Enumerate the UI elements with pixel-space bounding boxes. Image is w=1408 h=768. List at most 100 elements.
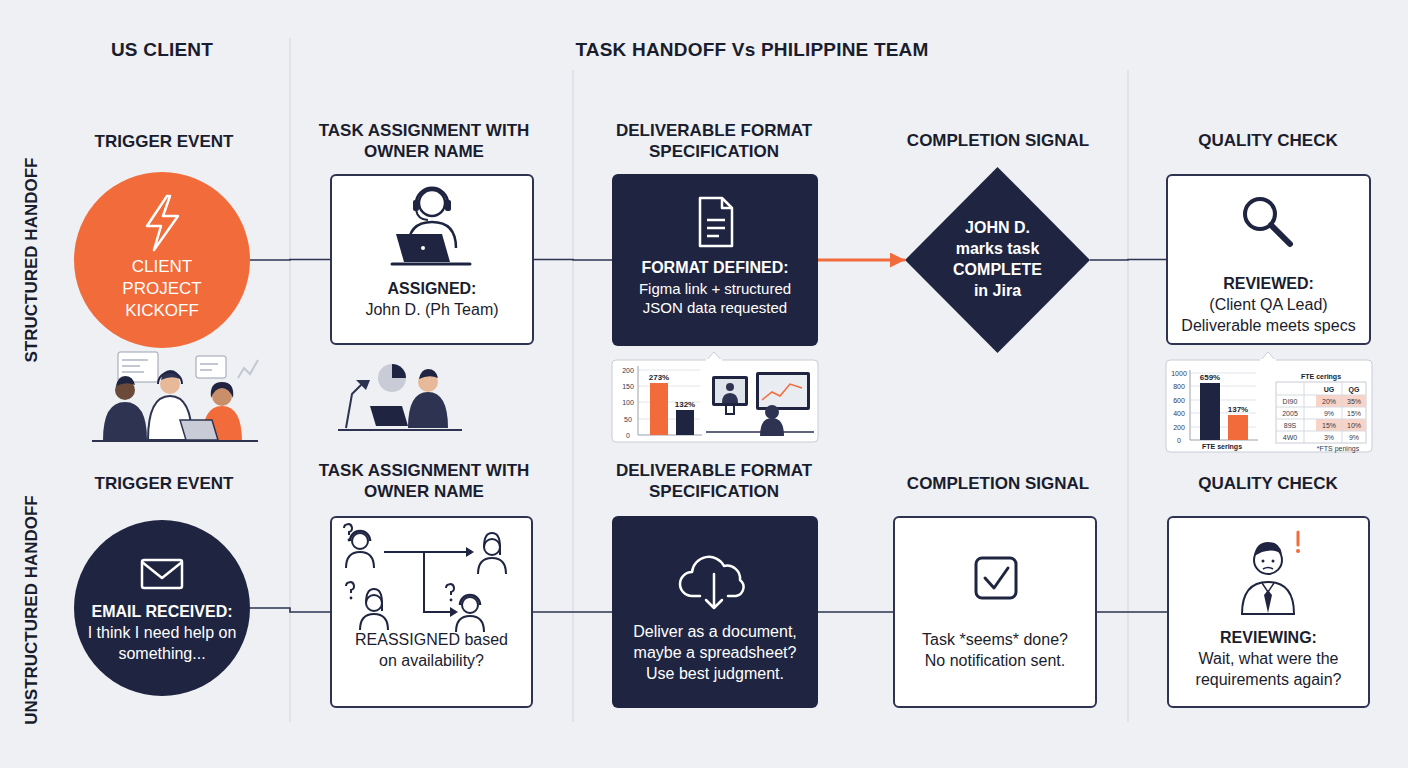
table-cell: 89S xyxy=(1284,422,1296,429)
team-illustration xyxy=(115,380,135,400)
flow-line xyxy=(250,608,330,612)
chart-inset xyxy=(760,418,784,436)
team-illustration xyxy=(158,372,182,384)
bar-value: 137% xyxy=(1228,405,1248,414)
node-text: Wait, what were the requirements again? xyxy=(1179,649,1359,691)
quality-box: REVIEWING:Wait, what were the requiremen… xyxy=(1167,516,1370,708)
team-illustration xyxy=(238,360,258,378)
node-heading: REVIEWED: xyxy=(1223,274,1314,295)
table-cell: 2005 xyxy=(1282,410,1298,417)
chart-inset xyxy=(650,383,668,435)
column-header: COMPLETION SIGNAL xyxy=(907,130,1089,151)
team-illustration xyxy=(116,376,135,386)
column-header: DELIVERABLE FORMAT SPECIFICATION xyxy=(607,460,822,503)
table-title: FTE cerings xyxy=(1301,373,1341,380)
chart-table-inset xyxy=(1260,359,1276,362)
trigger-circle: CLIENT PROJECT KICKOFF xyxy=(74,172,250,348)
chart-table-inset xyxy=(1316,395,1366,407)
completion-box: Task *seems* done? No notification sent. xyxy=(893,516,1097,708)
chart-table-inset xyxy=(1200,383,1220,440)
chart-table-inset xyxy=(1166,352,1372,452)
team-illustration xyxy=(212,386,232,406)
axis-tick: 150 xyxy=(622,383,634,390)
team-illustration xyxy=(180,420,218,440)
bar-value: 273% xyxy=(649,373,669,382)
chart-table-inset xyxy=(1276,382,1366,443)
node-heading: FORMAT DEFINED: xyxy=(641,258,788,279)
chart-inset xyxy=(612,360,818,442)
row-label: STRUCTURED HANDOFF xyxy=(22,158,42,363)
table-cell: 10% xyxy=(1347,422,1361,429)
chart-table-inset xyxy=(1190,373,1256,427)
chart-inset xyxy=(715,379,745,403)
table-cell: 3% xyxy=(1324,434,1334,441)
column-divider xyxy=(290,38,291,722)
desk-worker-illustration xyxy=(418,372,438,392)
axis-tick: 200 xyxy=(622,367,634,374)
diagram-title: TASK HANDOFF Vs PHILIPPINE TEAM xyxy=(575,39,928,61)
chart-table-inset xyxy=(1190,370,1258,440)
team-illustration xyxy=(161,370,180,380)
table-cell: 9% xyxy=(1349,434,1359,441)
desk-worker-illustration xyxy=(370,406,408,426)
chart-inset xyxy=(612,352,818,442)
table-cell: DI90 xyxy=(1283,398,1298,405)
format-box: FORMAT DEFINED:Figma link + structured J… xyxy=(612,174,818,346)
bar-value: 132% xyxy=(675,400,695,409)
team-illustration xyxy=(92,440,258,442)
node-text: (Client QA Lead) Deliverable meets specs xyxy=(1174,295,1364,337)
team-illustration xyxy=(103,402,147,440)
flow-line xyxy=(1097,611,1167,613)
flow-arrow xyxy=(818,259,905,262)
node-text: REASSIGNED based on availability? xyxy=(349,630,514,672)
column-header: TASK ASSIGNMENT WITH OWNER NAME xyxy=(317,120,532,163)
node-heading: EMAIL RECEIVED: xyxy=(91,602,232,623)
table-cell: 15% xyxy=(1322,422,1336,429)
chart-inset xyxy=(706,359,722,362)
chart-table-inset xyxy=(1276,382,1366,443)
table-cell: 35% xyxy=(1347,398,1361,405)
table-cell: UG xyxy=(1324,386,1335,393)
desk-worker-illustration xyxy=(356,380,370,390)
team-illustration xyxy=(118,352,158,382)
completion-diamond: JOHN D. marks task COMPLETE in Jira xyxy=(905,167,1090,353)
column-title: US CLIENT xyxy=(111,39,213,61)
team-illustration xyxy=(122,360,148,372)
table-cell: 4W0 xyxy=(1283,434,1297,441)
axis-tick: 0 xyxy=(626,432,630,439)
node-text: John D. (Ph Team) xyxy=(365,300,498,321)
team-illustration xyxy=(92,352,258,442)
flow-line xyxy=(533,611,612,613)
flow-line xyxy=(250,259,330,261)
axis-tick: 0 xyxy=(1177,437,1181,444)
axis-tick: 800 xyxy=(1173,383,1185,390)
chart-inset xyxy=(722,393,738,403)
desk-worker-illustration xyxy=(378,364,406,392)
team-illustration xyxy=(202,406,242,442)
diamond-shape xyxy=(905,167,1090,353)
chart-inset xyxy=(706,431,814,433)
chart-inset xyxy=(726,406,734,414)
chart-inset xyxy=(765,405,779,419)
flow-line xyxy=(818,611,893,613)
node-text: I think I need help on something... xyxy=(87,623,237,665)
column-header: TRIGGER EVENT xyxy=(95,131,234,152)
node-text: CLIENT PROJECT KICKOFF xyxy=(106,256,218,322)
team-illustration xyxy=(196,356,226,378)
team-illustration xyxy=(160,374,180,394)
axis-tick: 200 xyxy=(1173,424,1185,431)
flow-line xyxy=(534,259,612,261)
chart-inset xyxy=(638,366,702,435)
column-header: TRIGGER EVENT xyxy=(95,473,234,494)
trigger-circle: EMAIL RECEIVED:I think I need help on so… xyxy=(74,520,250,696)
column-divider xyxy=(1128,70,1129,722)
chart-inset xyxy=(676,410,694,435)
desk-worker-illustration xyxy=(346,384,362,428)
desk-worker-illustration xyxy=(408,392,448,428)
team-illustration xyxy=(148,396,192,440)
chart-table-inset xyxy=(1228,415,1248,440)
node-text: Figma link + structured JSON data reques… xyxy=(620,279,810,318)
column-header: COMPLETION SIGNAL xyxy=(907,473,1089,494)
column-header: QUALITY CHECK xyxy=(1198,130,1337,151)
